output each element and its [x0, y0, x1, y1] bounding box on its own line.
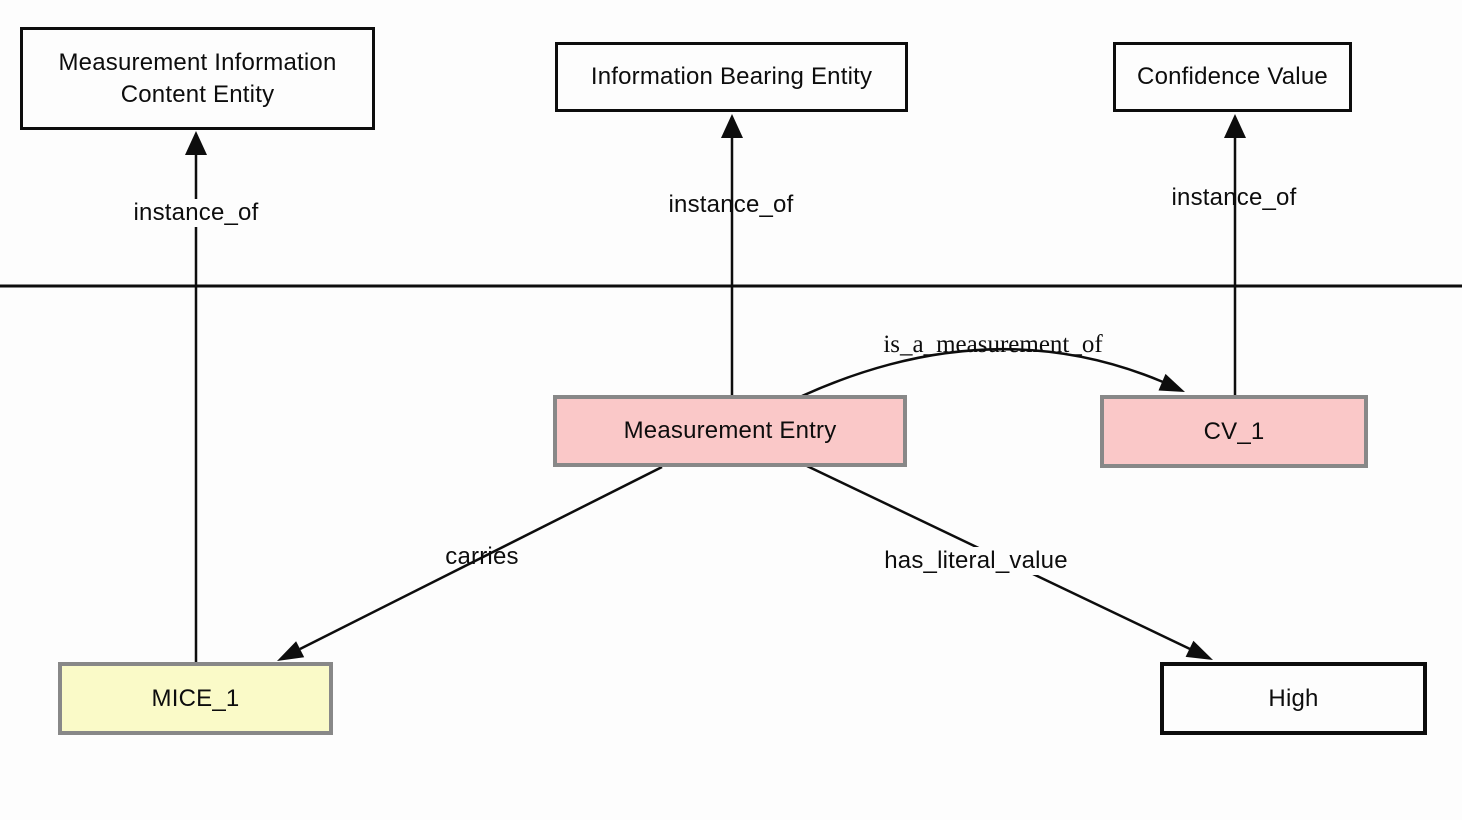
- arrow-instance-of-left-head: [185, 131, 207, 155]
- node-mice-1-label: MICE_1: [151, 684, 240, 712]
- arrow-instance-of-right: [1224, 114, 1246, 395]
- edge-label-instance-of-left: instance_of: [128, 199, 264, 227]
- arrow-instance-of-left: [185, 131, 207, 662]
- node-high-label: High: [1268, 684, 1319, 712]
- edge-label-has-literal-value: has_literal_value: [879, 547, 1073, 575]
- node-measurement-information-content-entity: Measurement Information Content Entity: [20, 27, 375, 130]
- node-measurement-entry-label: Measurement Entry: [623, 417, 837, 445]
- arrow-has-literal-value-head: [1185, 640, 1213, 660]
- arrow-carries: [277, 465, 663, 661]
- node-mice-1: MICE_1: [58, 662, 333, 735]
- edge-label-is-a-measurement-of: is_a_measurement_of: [883, 331, 1103, 358]
- arrow-carries-head: [277, 641, 305, 661]
- arrow-is-a-measurement-of: [801, 347, 1185, 398]
- node-cv-1: CV_1: [1100, 395, 1368, 468]
- node-measurement-entry: Measurement Entry: [553, 395, 907, 467]
- node-measurement-information-content-entity-label: Measurement Information Content Entity: [58, 49, 337, 108]
- node-cv-1-label: CV_1: [1203, 417, 1265, 445]
- node-confidence-value: Confidence Value: [1113, 42, 1352, 112]
- arrow-carries-line: [299, 465, 663, 651]
- edge-label-instance-of-right: instance_of: [1171, 184, 1297, 211]
- arrow-instance-of-right-head: [1224, 114, 1246, 138]
- arrow-instance-of-middle: [721, 114, 743, 395]
- arrow-instance-of-middle-head: [721, 114, 743, 138]
- node-confidence-value-label: Confidence Value: [1137, 63, 1328, 91]
- arrow-is-a-measurement-of-curve: [801, 347, 1164, 398]
- node-high: High: [1160, 662, 1427, 735]
- arrow-is-a-measurement-of-head: [1158, 373, 1185, 392]
- edge-label-instance-of-middle: instance_of: [668, 191, 794, 218]
- node-information-bearing-entity: Information Bearing Entity: [555, 42, 908, 112]
- node-information-bearing-entity-label: Information Bearing Entity: [590, 63, 873, 91]
- edge-label-carries: carries: [445, 543, 519, 570]
